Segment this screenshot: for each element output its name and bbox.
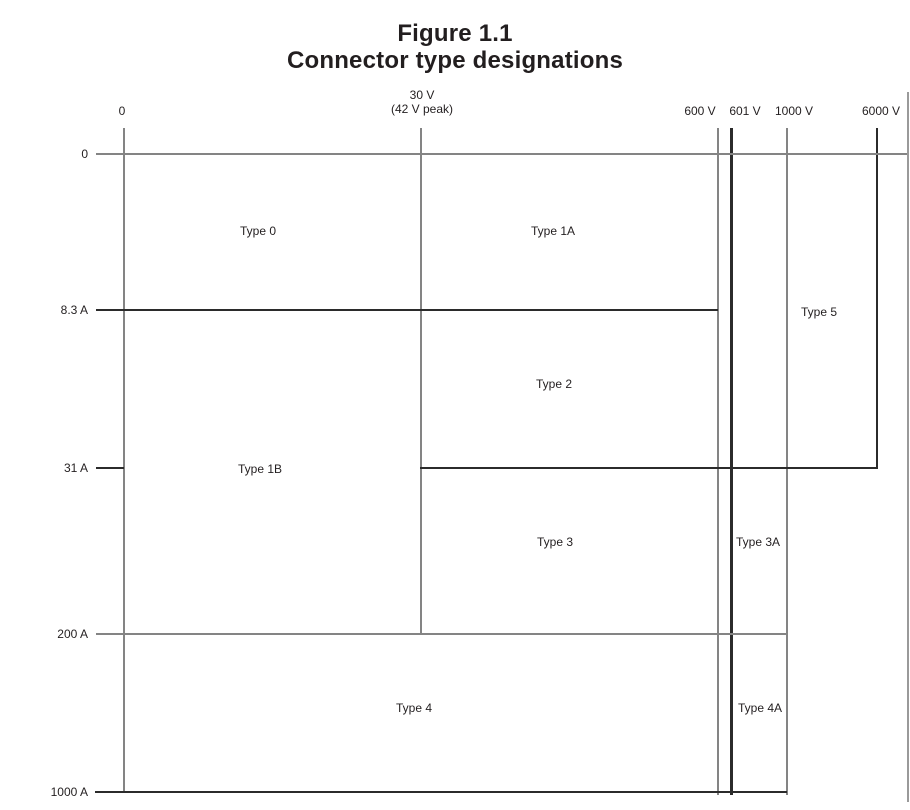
gridline-0v bbox=[123, 128, 125, 792]
gridline-30v bbox=[420, 128, 422, 635]
region-label-type-5: Type 5 bbox=[800, 305, 838, 319]
region-label-type-3: Type 3 bbox=[536, 535, 574, 549]
region-label-type-3a: Type 3A bbox=[735, 535, 781, 549]
region-label-type-0: Type 0 bbox=[239, 224, 277, 238]
voltage-tick-label-6000v: 6000 V bbox=[861, 104, 901, 118]
figure-title-line2: Connector type designations bbox=[286, 47, 624, 74]
gridline-31a bbox=[420, 467, 878, 469]
gridline-1000a bbox=[95, 791, 787, 793]
gridline-600v bbox=[717, 128, 719, 795]
region-label-type-2: Type 2 bbox=[535, 377, 573, 391]
voltage-tick-label-601v: 601 V bbox=[729, 104, 761, 118]
region-label-type-1a: Type 1A bbox=[530, 224, 576, 238]
region-label-type-4: Type 4 bbox=[395, 701, 433, 715]
voltage-tick-label-30v: 30 V bbox=[409, 88, 435, 102]
gridline-0a bbox=[96, 153, 908, 155]
voltage-tick-label-1000v: 1000 V bbox=[774, 104, 814, 118]
current-tick-label-1000a: 1000 A bbox=[50, 785, 88, 799]
voltage-tick-label-0v: 0 bbox=[118, 104, 126, 118]
region-label-type-4a: Type 4A bbox=[737, 701, 783, 715]
voltage-tick-label-42v-peak: (42 V peak) bbox=[390, 102, 454, 116]
gridline-1000v bbox=[786, 128, 788, 795]
current-tick-label-31a: 31 A bbox=[63, 461, 88, 475]
voltage-tick-label-600v: 600 V bbox=[684, 104, 716, 118]
gridline-6000v bbox=[876, 128, 878, 468]
current-tick-label-0a: 0 bbox=[81, 147, 88, 161]
current-tick-label-200a: 200 A bbox=[57, 627, 88, 641]
page-edge-rule bbox=[907, 92, 909, 802]
gridline-200a bbox=[96, 633, 787, 635]
figure-title-line1: Figure 1.1 bbox=[397, 20, 513, 47]
figure-title: Figure 1.1 Connector type designations bbox=[0, 20, 910, 74]
gridline-601v bbox=[730, 128, 733, 795]
gridline-31a-tick bbox=[96, 467, 124, 469]
gridline-8-3a bbox=[96, 309, 718, 311]
region-label-type-1b: Type 1B bbox=[237, 462, 283, 476]
current-tick-label-8-3a: 8.3 A bbox=[60, 303, 88, 317]
